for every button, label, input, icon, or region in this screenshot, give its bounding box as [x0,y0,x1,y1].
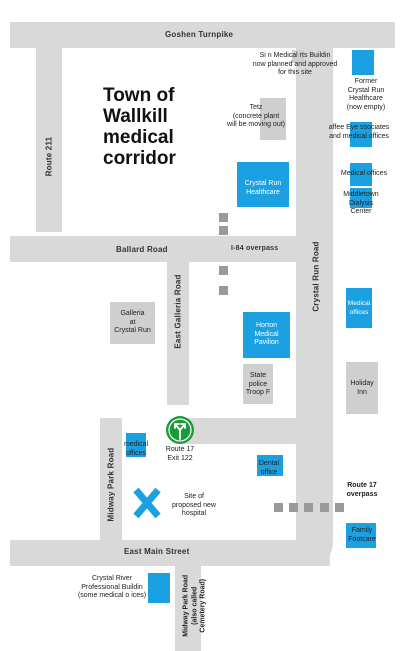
crystal-run-healthcare [237,162,289,207]
family-footcare [346,523,376,548]
galleria-at-crystal-run [110,302,155,344]
medical-offices-e-label: Medical offices [347,300,371,316]
route-17-exit-sign-icon [166,416,194,444]
midway-park-road [100,418,122,553]
medical-offices-ne-label: Medical offices [340,170,388,177]
route-17-exit-road [175,418,333,444]
medical-offices-w [126,433,146,457]
goshen-turnpike-label: Goshen Turnpike [165,30,234,39]
midway-park-road-label: Midway Park Road [106,447,116,522]
crystal-river-label: Crystal River Professional Buildin (some… [77,575,147,599]
east-galleria-road-label: East Galleria Road [173,274,183,349]
map-title: Town of Wallkill medical corridor [103,85,176,169]
route-211-label: Route 211 [44,136,54,177]
middletown-dialysis-label: Middletown Dialysis Center [343,191,379,215]
midway-park-road-south-label: Midway Park Road (also called Cemetery R… [182,574,207,637]
family-footcare-label: Family Footcare [348,527,376,543]
dental-office [257,455,283,476]
overpass-dashes [219,213,344,512]
route17-overpass-dash [320,503,329,512]
ballard-road [10,236,330,262]
i84-overpass-dash [219,266,228,275]
roads [10,22,395,651]
former-crystal-run-healthcare [352,50,374,75]
crystal-run-road-label: Crystal Run Road [311,241,321,312]
proposed-hospital-label: Site of proposed new hospital [172,493,216,517]
crystal-run-healthcare-label: Crystal Run Healthcare [244,180,282,196]
sign-medical-arts-building [292,50,304,63]
i84-overpass-dash [219,286,228,295]
state-police-troop-f [243,364,273,404]
crystal-river-professional-building [148,573,170,603]
dental-office-label: Dental office [258,460,280,476]
route-211-road [36,22,62,232]
route17-overpass-dash [304,503,313,512]
i84-overpass-dash [219,213,228,222]
route17-overpass-dash [289,503,298,512]
buildings [110,50,378,603]
goshen-turnpike-road [10,22,395,48]
holiday-inn [346,362,378,414]
route17-overpass-dash [335,503,344,512]
i84-overpass-label: I-84 overpass [231,245,279,252]
horton-label: Horton Medical Pavilion [254,322,279,346]
cataffee-label: affee Eye ssociates and medical offices [328,124,390,140]
galleria-label: Galleria at Crystal Run [114,310,151,334]
middletown-dialysis-center [350,188,372,208]
route-17-exit-label: Route 17 Exit 122 [165,446,195,462]
east-galleria-road [167,260,189,405]
i84-overpass-dash [219,226,228,235]
medical-offices-e [346,288,372,328]
medical-offices-ne [350,163,372,186]
holiday-inn-label: Holiday Inn [350,380,374,396]
sign-medical-arts-label: Si n Medical rts Buildin now planned and… [252,52,338,76]
proposed-hospital-x-marker-icon [133,487,161,519]
tetz-label: Tetz (concrete plant will be moving out) [227,104,285,128]
midway-park-road-south [175,566,201,651]
cataffee-eye-associates [350,122,372,147]
east-main-street [10,540,330,566]
route17-overpass-dash [274,503,283,512]
horton-medical-pavilion [243,312,290,358]
medical-offices-w-label: medical offices [123,441,149,457]
east-main-street-label: East Main Street [124,547,190,556]
route-17-overpass-label: Route 17 overpass [346,482,378,498]
ballard-road-label: Ballard Road [116,245,168,254]
tetz-concrete-plant [260,98,286,140]
former-crystal-run-label: Former Crystal Run Healthcare (now empty… [346,78,386,111]
state-police-label: State police Troop F [245,372,271,396]
